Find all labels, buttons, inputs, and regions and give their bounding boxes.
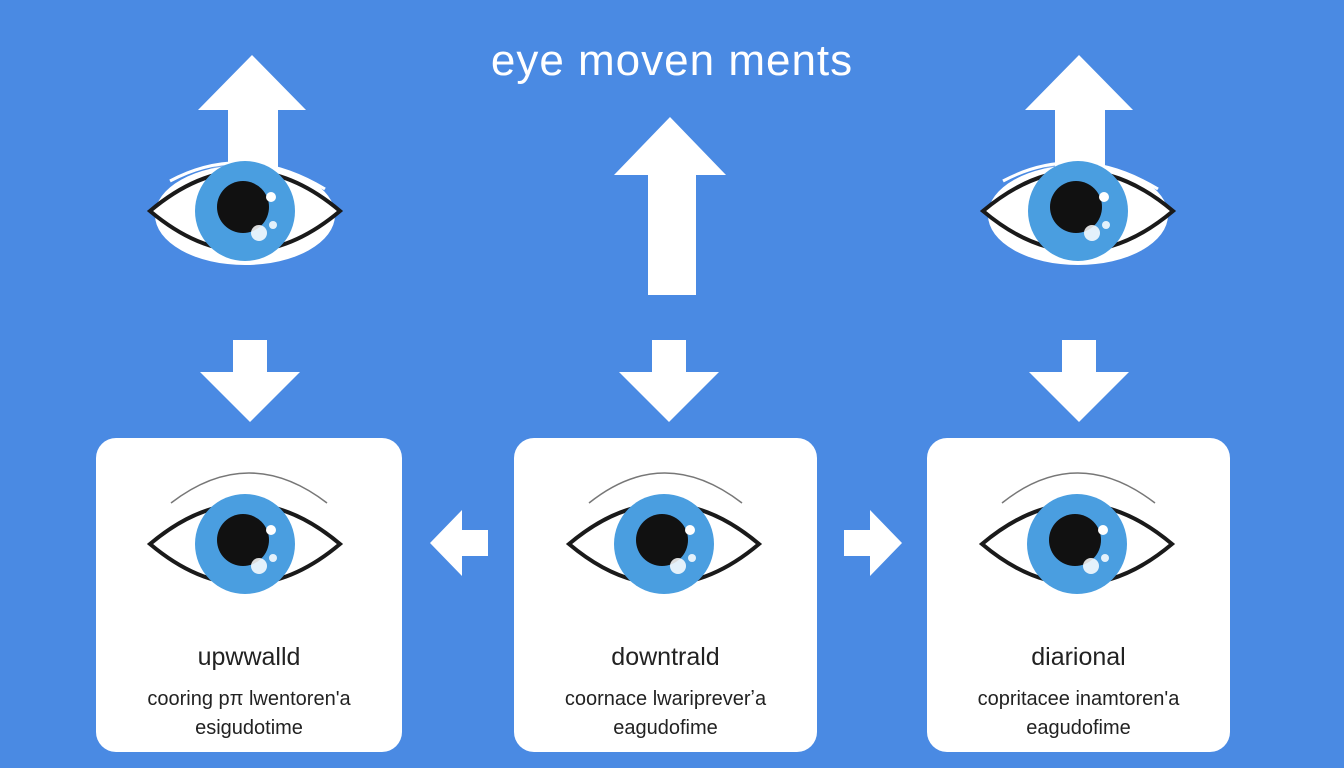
right-arrow-icon (844, 510, 902, 576)
movement-card-upward: upwwalld cooring pπ lwentoren'a esigudot… (96, 438, 402, 752)
card-label: upwwalld (197, 643, 301, 671)
up-arrow-icon (1025, 55, 1133, 175)
up-arrow-icon (198, 55, 306, 175)
up-arrow-icon (614, 117, 726, 295)
card-description: cooring pπ lwentoren'a esigudotime (106, 685, 392, 743)
movement-card-diagonal: diarional copritacee inamtoren'a eagudof… (927, 438, 1230, 752)
left-arrow-icon (430, 510, 488, 576)
card-label: diarional (1031, 643, 1126, 671)
card-label: downtrald (611, 643, 720, 671)
card-description: coornace lwaripreverʼa eagudofime (524, 685, 807, 743)
eye-icon (148, 159, 342, 265)
page-title: eye moven ments (490, 36, 854, 85)
eye-icon (148, 472, 342, 596)
movement-card-downward: downtrald coornace lwaripreverʼa eagudof… (514, 438, 817, 752)
card-description-line: eagudofime (1026, 717, 1131, 739)
card-description-line: coornace lwaripreverʼa (564, 688, 767, 710)
card-description-line: eagudofime (613, 717, 718, 739)
card-description: copritacee inamtoren'a eagudofime (937, 685, 1220, 743)
card-description-line: copritacee inamtoren'a (977, 688, 1180, 710)
card-description-line: esigudotime (195, 717, 303, 739)
eye-icon (567, 472, 761, 596)
card-description-line: cooring pπ lwentoren'a (147, 688, 351, 710)
down-arrow-icon (200, 340, 300, 422)
eye-icon (981, 159, 1175, 265)
down-arrow-icon (1029, 340, 1129, 422)
eye-icon (980, 472, 1174, 596)
down-arrow-icon (619, 340, 719, 422)
